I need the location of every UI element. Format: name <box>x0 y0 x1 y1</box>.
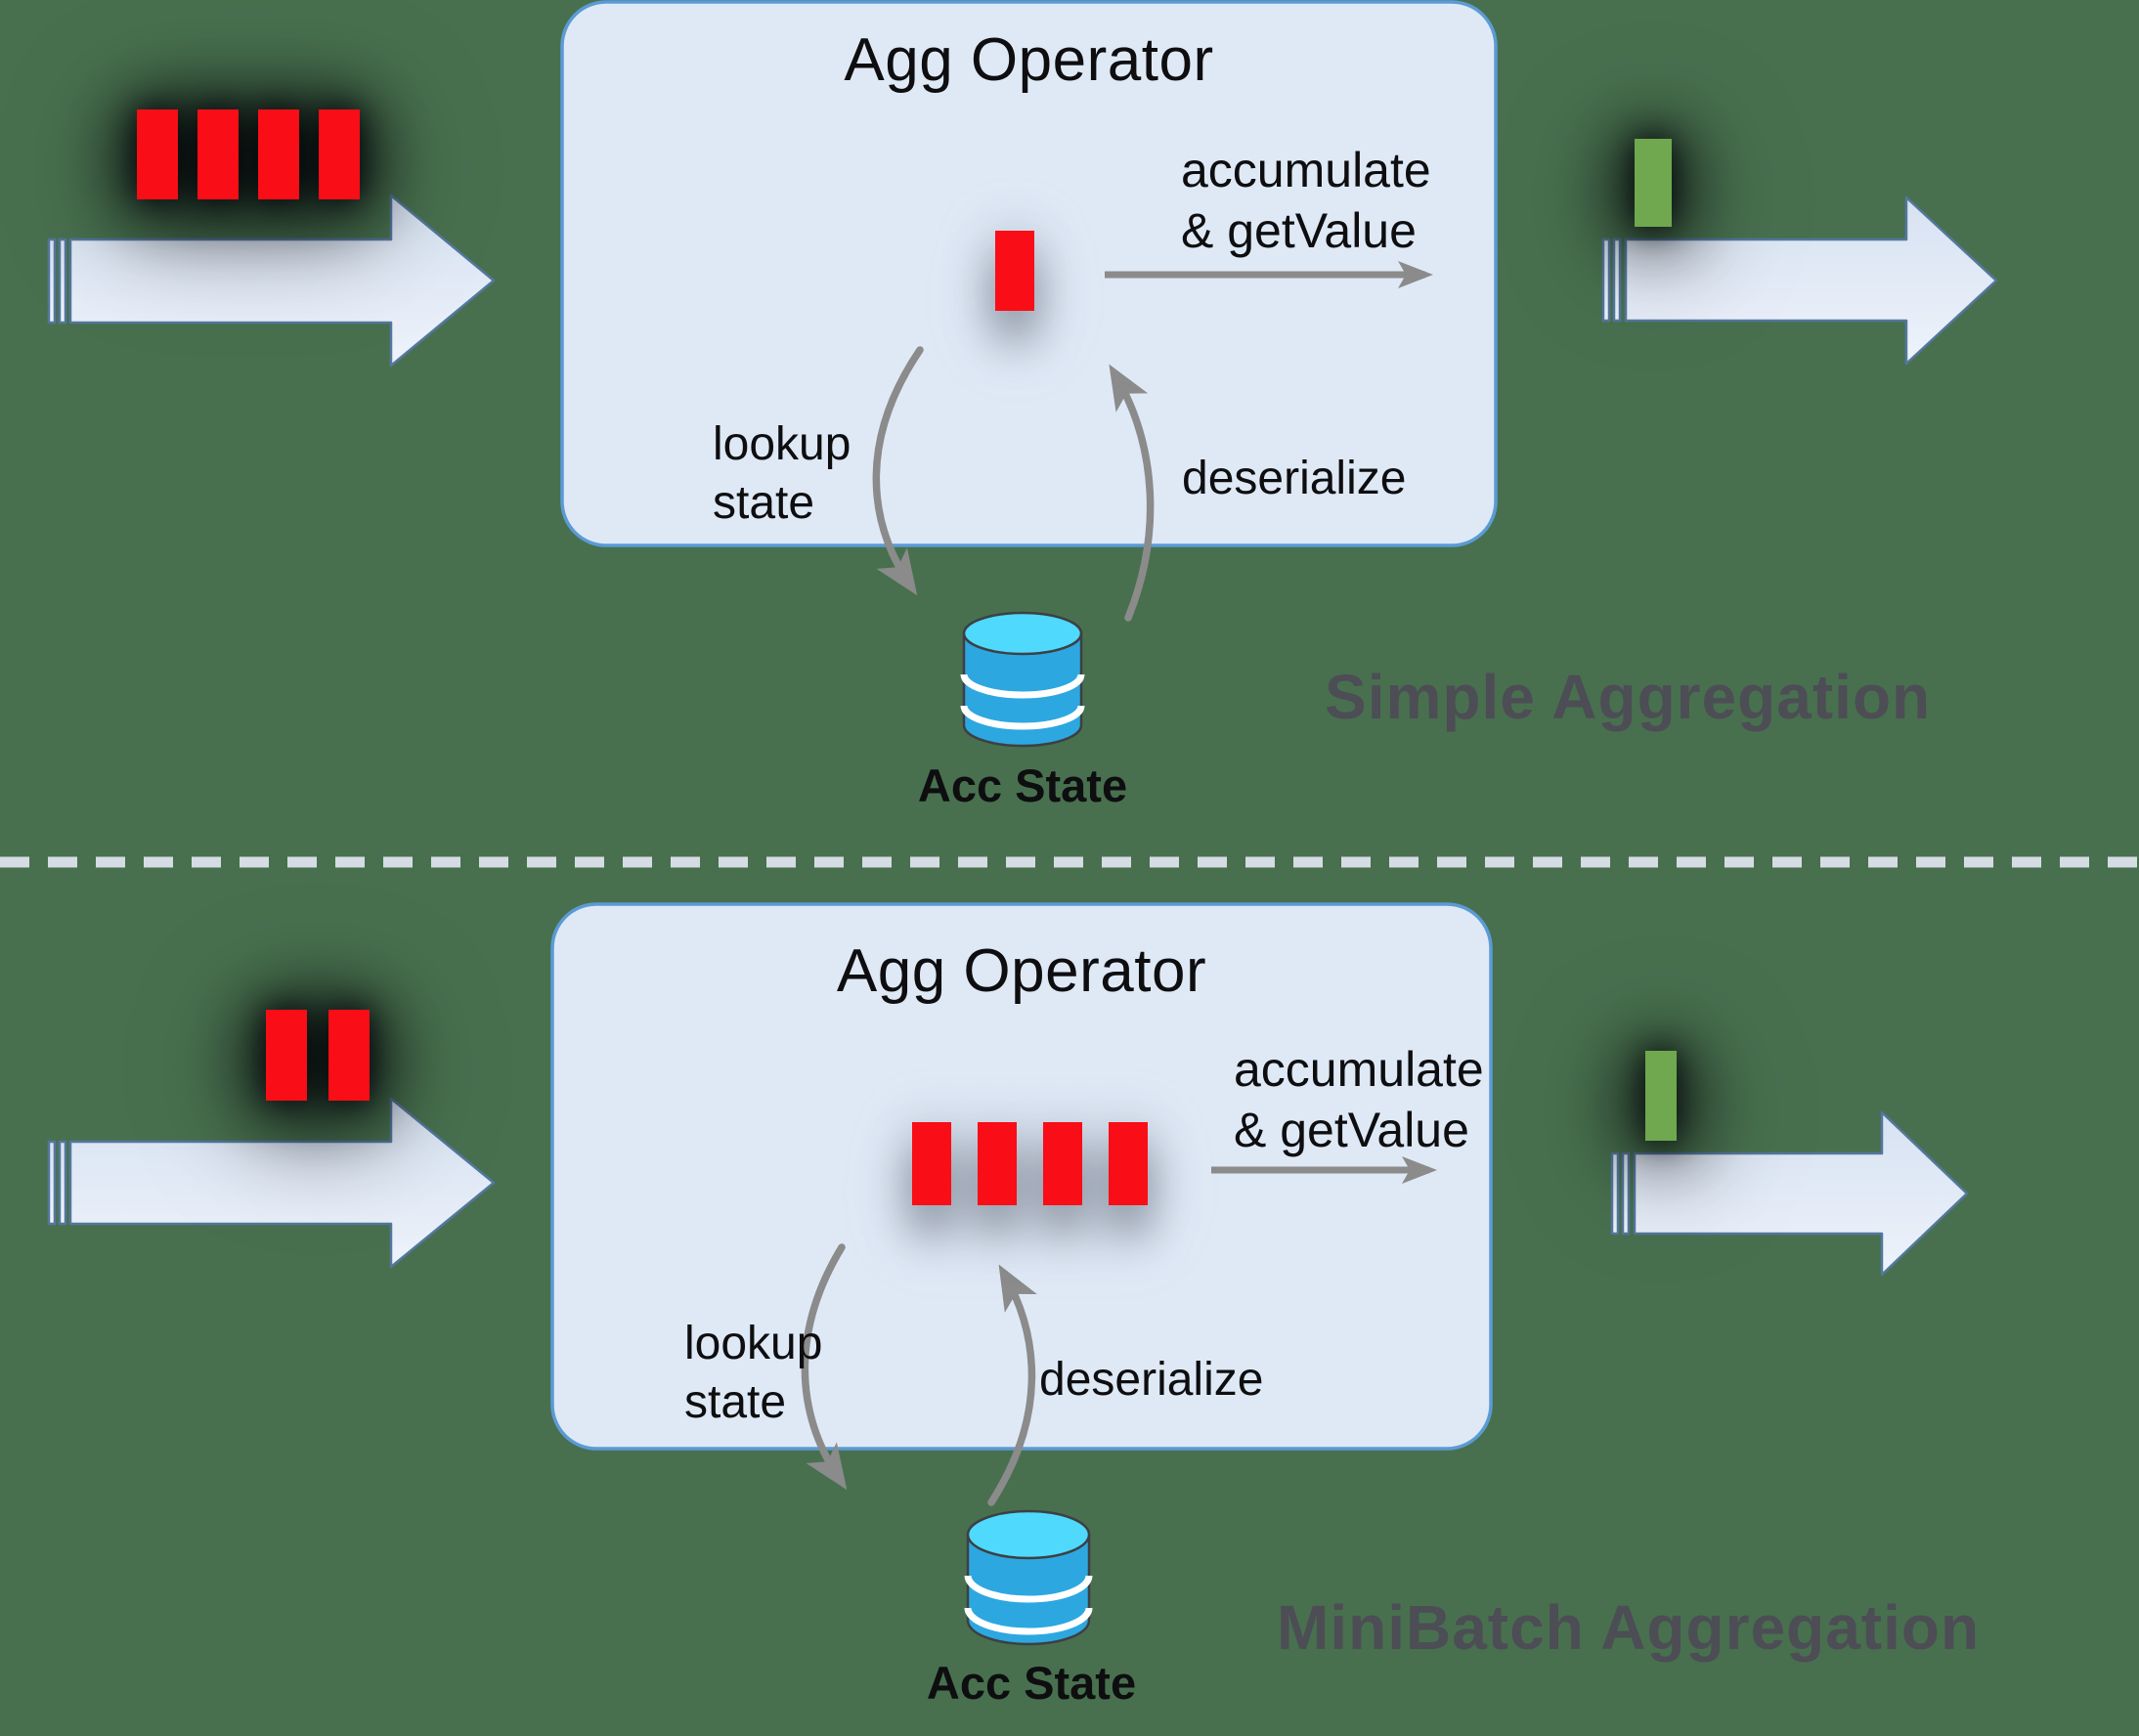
operator-buffered-records <box>912 1122 1148 1205</box>
accumulate-label-line1: accumulate <box>1181 143 1431 197</box>
operator-title: Agg Operator <box>844 26 1214 94</box>
accumulate-label: accumulate & getValue <box>1234 1039 1484 1160</box>
record-block <box>1635 139 1672 227</box>
record-block <box>137 109 178 199</box>
lookup-state-arrow <box>801 1243 848 1491</box>
record-block <box>197 109 239 199</box>
input-stream-arrow <box>47 1097 496 1269</box>
deserialize-arrow <box>987 1264 1037 1506</box>
database-icon <box>960 611 1085 748</box>
accumulate-label-line1: accumulate <box>1234 1042 1484 1097</box>
database-icon <box>964 1509 1093 1646</box>
record-block <box>319 109 360 199</box>
input-stream-arrow <box>47 194 496 368</box>
output-result-record <box>1635 139 1672 227</box>
deserialize-arrow <box>1109 364 1155 622</box>
record-block <box>912 1122 951 1205</box>
accumulate-label: accumulate & getValue <box>1181 140 1431 261</box>
lookup-state-label: lookup state <box>713 415 851 533</box>
output-result-record <box>1645 1051 1677 1141</box>
accumulate-label-line2: & getValue <box>1234 1103 1469 1157</box>
lookup-state-label: lookup state <box>684 1315 822 1432</box>
record-block <box>1645 1051 1677 1141</box>
section-caption: Simple Aggregation <box>1325 662 1932 732</box>
operator-title: Agg Operator <box>836 937 1207 1005</box>
record-block <box>995 231 1034 311</box>
record-block <box>978 1122 1017 1205</box>
record-block <box>258 109 299 199</box>
lookup-label-line2: state <box>713 477 815 529</box>
lookup-label-line1: lookup <box>684 1318 823 1369</box>
record-block <box>266 1010 307 1101</box>
record-block <box>1043 1122 1082 1205</box>
lookup-label-line1: lookup <box>713 418 851 470</box>
lookup-state-arrow <box>872 346 924 596</box>
deserialize-label: deserialize <box>1182 453 1407 504</box>
accumulate-label-line2: & getValue <box>1181 203 1417 258</box>
record-block <box>1109 1122 1148 1205</box>
record-block <box>328 1010 370 1101</box>
input-records <box>266 1010 370 1101</box>
section-caption: MiniBatch Aggregation <box>1277 1592 1981 1663</box>
output-stream-arrow <box>1601 195 1998 366</box>
deserialize-label: deserialize <box>1039 1354 1264 1406</box>
acc-state-label: Acc State <box>926 1657 1137 1709</box>
output-stream-arrow <box>1610 1110 1969 1277</box>
operator-buffered-records <box>995 231 1034 311</box>
input-records <box>137 109 360 199</box>
acc-state-label: Acc State <box>917 760 1128 811</box>
lookup-label-line2: state <box>684 1376 787 1428</box>
